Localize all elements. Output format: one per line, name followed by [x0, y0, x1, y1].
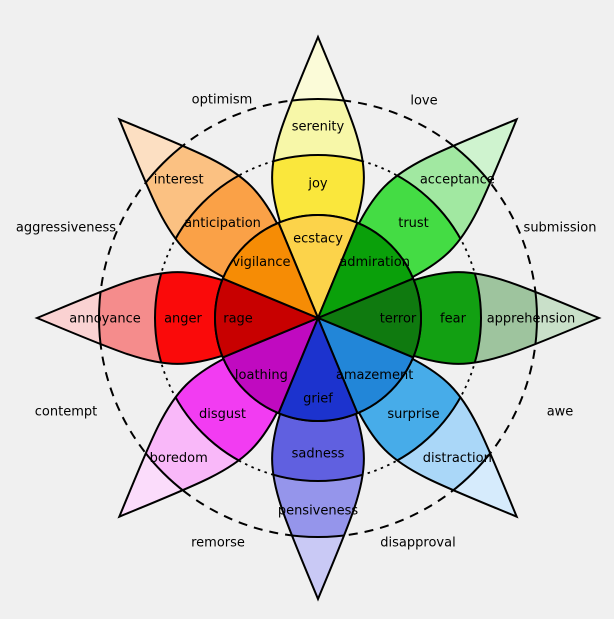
emotion-label-joy: joy — [307, 177, 328, 192]
dyad-label-contempt: contempt — [35, 405, 97, 420]
wedge-grief — [277, 315, 359, 423]
emotion-label-apprehension: apprehension — [487, 312, 576, 327]
emotion-label-annoyance: annoyance — [69, 312, 140, 327]
emotion-label-anticipation: anticipation — [184, 216, 261, 231]
emotion-label-serenity: serenity — [292, 120, 345, 135]
emotion-label-surprise: surprise — [387, 407, 439, 422]
petal-anger-outline — [34, 271, 321, 365]
petal-disgust-outline — [117, 316, 320, 519]
wedge-vigilance — [221, 221, 320, 320]
emotion-label-distraction: distraction — [423, 451, 492, 466]
petal-trust-outline — [316, 117, 519, 320]
emotion-label-pensiveness: pensiveness — [278, 504, 359, 519]
wedge-rage — [213, 277, 321, 359]
intensity-ring-outer — [98, 98, 538, 538]
wedge-amazement — [316, 316, 415, 415]
emotion-label-ecstacy: ecstacy — [293, 232, 343, 247]
emotion-label-boredom: boredom — [150, 451, 208, 466]
emotion-label-disgust: disgust — [199, 407, 246, 422]
dyad-label-love: love — [410, 94, 437, 109]
emotion-label-grief: grief — [303, 392, 333, 407]
dyad-label-submission: submission — [524, 221, 597, 236]
emotion-label-trust: trust — [398, 216, 429, 231]
emotion-label-terror: terror — [380, 312, 417, 327]
dyad-label-optimism: optimism — [192, 93, 253, 108]
emotion-label-loathing: loathing — [235, 368, 288, 383]
petal-joy-outline — [271, 34, 365, 321]
emotion-label-interest: interest — [154, 172, 204, 187]
petal-anticipation-outline — [117, 117, 320, 320]
dyad-label-aggressiveness: aggressiveness — [16, 221, 116, 236]
intensity-ring-middle — [154, 154, 482, 482]
dyad-label-awe: awe — [547, 405, 574, 420]
emotion-label-vigilance: vigilance — [232, 255, 290, 270]
dyad-label-disapproval: disapproval — [380, 536, 455, 551]
emotion-label-amazement: amazement — [336, 368, 413, 383]
wedge-ecstacy — [277, 213, 359, 321]
wedge-admiration — [316, 221, 415, 320]
emotion-label-rage: rage — [223, 312, 253, 327]
wedge-loathing — [221, 316, 320, 415]
emotion-label-sadness: sadness — [292, 447, 345, 462]
petal-sadness-outline — [271, 315, 365, 602]
emotion-label-admiration: admiration — [339, 255, 410, 270]
dyad-label-remorse: remorse — [191, 536, 245, 551]
emotion-label-anger: anger — [164, 312, 202, 327]
petal-surprise-outline — [316, 316, 519, 519]
petal-fear-outline — [315, 271, 602, 365]
emotion-label-fear: fear — [440, 312, 467, 327]
emotion-label-acceptance: acceptance — [420, 172, 495, 187]
wedge-terror — [315, 277, 423, 359]
